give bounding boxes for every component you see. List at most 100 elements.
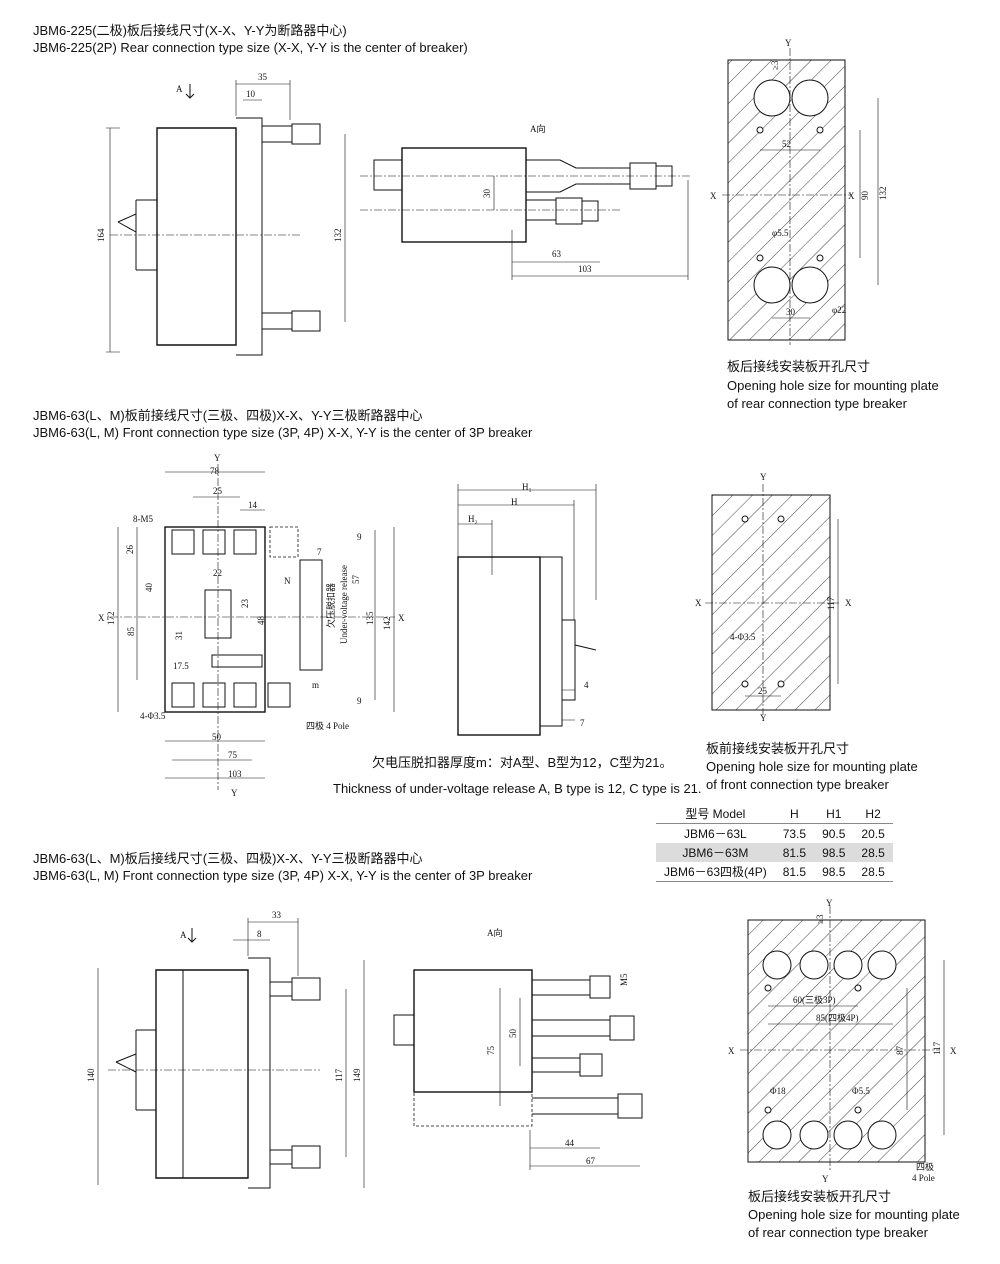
- s1-plate-30: 30: [786, 307, 796, 317]
- s1-a-dim-103: 103: [578, 264, 592, 274]
- cell-h: 81.5: [774, 862, 815, 882]
- table-row: JBM6－63L 73.5 90.5 20.5: [656, 824, 893, 844]
- s1-a-view-label: A向: [530, 123, 546, 134]
- s3-plate-60: 60(三极3P): [793, 994, 836, 1005]
- s3-plate-87: 87: [895, 1046, 905, 1056]
- cell-h2: 28.5: [853, 843, 893, 862]
- s1-plate-52: 52: [782, 139, 791, 149]
- s1-a-view: [360, 147, 690, 280]
- s3-a-view-label: A向: [487, 927, 503, 938]
- s1-plate-phi55: φ5.5: [772, 228, 789, 238]
- s3-plate-phi55: Φ5.5: [852, 1086, 870, 1096]
- s3-a-view: [393, 969, 643, 1170]
- s1-caption-en-1: Opening hole size for mounting plate: [727, 378, 939, 393]
- s1-dim-35: 35: [258, 72, 268, 82]
- s2-dim-142: 142: [382, 617, 392, 631]
- s2-dim-48: 48: [256, 616, 266, 626]
- s3-plate-ge3: ≥3: [815, 914, 825, 924]
- s2-front-view: [110, 464, 395, 790]
- s1-side-view: [106, 80, 346, 356]
- cell-model: JBM6－63四极(4P): [656, 862, 775, 882]
- s3-a-44: 44: [565, 1138, 575, 1148]
- s2-y-bottom: Y: [231, 788, 238, 798]
- s3-a-m5: M5: [619, 973, 629, 986]
- s2-dim-103: 103: [228, 769, 242, 779]
- s2-side-7: 7: [580, 718, 585, 728]
- s2-caption-cn: 板前接线安装板开孔尺寸: [706, 741, 850, 756]
- cell-model: JBM6－63M: [656, 843, 775, 862]
- s2-note-en: Thickness of under-voltage release A, B …: [333, 781, 702, 796]
- s2-dim-85: 85: [126, 627, 136, 637]
- s3-dim-8: 8: [257, 929, 262, 939]
- s2-plate-25: 25: [758, 686, 768, 696]
- s2-side-4: 4: [584, 680, 589, 690]
- section2-title-en: JBM6-63(L, M) Front connection type size…: [33, 425, 533, 440]
- section1-title-en: JBM6-225(2P) Rear connection type size (…: [33, 40, 468, 55]
- s3-dim-140: 140: [86, 1068, 96, 1082]
- cell-h1: 90.5: [822, 826, 846, 841]
- s2-dim-31: 31: [174, 631, 184, 640]
- s3-arrow-a: A: [180, 930, 187, 940]
- s2-dim-172: 172: [106, 612, 116, 626]
- s2-side-h: H: [511, 497, 518, 507]
- s1-plate-x2: X: [848, 191, 855, 201]
- s1-plate-y: Y: [785, 38, 792, 48]
- s1-plate: [722, 48, 879, 345]
- s3-a-67: 67: [586, 1156, 596, 1166]
- s2-dim-135: 135: [365, 611, 375, 625]
- s1-a-dim-30: 30: [482, 189, 492, 199]
- s3-plate-x2: X: [950, 1046, 957, 1056]
- s1-plate-132: 132: [878, 187, 888, 201]
- s1-a-dim-63: 63: [552, 249, 562, 259]
- s2-plate-y2: Y: [760, 713, 767, 723]
- s2-side-view: [457, 484, 597, 736]
- s1-dim-10: 10: [246, 89, 256, 99]
- s3-plate-pole4-en: 4 Pole: [912, 1173, 935, 1183]
- spec-table: 型号 Model H H1 H2 JBM6－63L 73.5 90.5 20.5…: [656, 804, 893, 882]
- s2-dim-78: 78: [210, 466, 220, 476]
- s2-x-right: X: [398, 613, 405, 623]
- s3-plate: [740, 906, 945, 1172]
- s1-arrow-a: A: [176, 84, 183, 94]
- section3-title-cn: JBM6-63(L、M)板后接线尺寸(三极、四极)X-X、Y-Y三极断路器中心: [33, 851, 423, 866]
- s1-caption-en-2: of rear connection type breaker: [727, 396, 907, 411]
- s3-dim-33: 33: [272, 910, 282, 920]
- s2-side-h2: H₂: [468, 514, 478, 524]
- s1-plate-ge3: ≥3: [770, 60, 780, 70]
- s2-plate-117: 117: [826, 596, 836, 610]
- s2-uvr-en: Under-voltage release: [339, 565, 349, 644]
- s3-a-75: 75: [486, 1046, 496, 1056]
- s2-dim-40: 40: [144, 583, 154, 593]
- s1-plate-phi22: φ22: [832, 305, 846, 315]
- section1-title-cn: JBM6-225(二极)板后接线尺寸(X-X、Y-Y为断路器中心): [33, 23, 347, 38]
- s2-x-left: X: [98, 613, 105, 623]
- s3-plate-x: X: [728, 1046, 735, 1056]
- spec-header-h1: H1: [814, 804, 854, 824]
- spec-header-row: 型号 Model H H1 H2: [656, 804, 893, 824]
- s3-caption-en-1: Opening hole size for mounting plate: [748, 1207, 960, 1222]
- s2-plate-x2: X: [845, 598, 852, 608]
- s1-plate-x: X: [710, 191, 717, 201]
- s2-dim-14: 14: [248, 500, 258, 510]
- table-row: JBM6－63四极(4P) 81.5 98.5 28.5: [656, 862, 893, 882]
- s2-dim-4phi35: 4-Φ3.5: [140, 711, 166, 721]
- s2-plate-4phi35: 4-Φ3.5: [730, 632, 756, 642]
- s2-dim-26: 26: [125, 545, 135, 555]
- cell-h: 73.5: [782, 826, 807, 841]
- s2-y-top: Y: [214, 453, 221, 463]
- section3-title-en: JBM6-63(L, M) Front connection type size…: [33, 868, 533, 883]
- s3-plate-y2: Y: [822, 1174, 829, 1184]
- s2-dim-9: 9: [357, 532, 362, 542]
- s2-uvr-cn: 欠压脱扣器: [325, 583, 336, 628]
- s3-plate-y: Y: [826, 898, 833, 908]
- cell-h2: 20.5: [861, 826, 885, 841]
- s2-dim-23: 23: [240, 599, 250, 609]
- s2-dim-25: 25: [213, 486, 223, 496]
- s2-caption-en-2: of front connection type breaker: [706, 777, 889, 792]
- spec-header-h: H: [774, 804, 815, 824]
- cell-h: 81.5: [774, 843, 815, 862]
- s3-caption-cn: 板后接线安装板开孔尺寸: [748, 1189, 892, 1204]
- s2-note-cn: 欠电压脱扣器厚度m：对A型、B型为12，C型为21。: [372, 755, 673, 770]
